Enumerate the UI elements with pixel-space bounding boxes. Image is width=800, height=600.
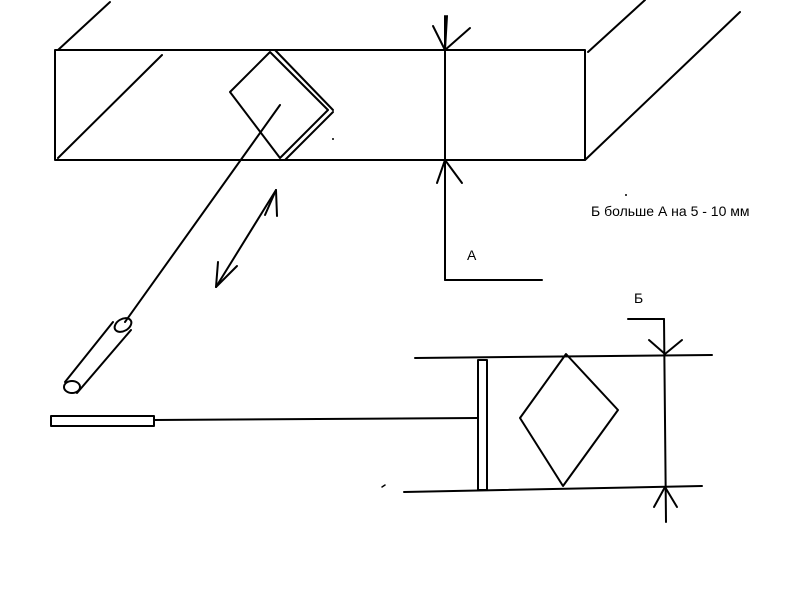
duct-edge-bottom-right — [584, 11, 741, 161]
dimension-b-line — [663, 318, 667, 523]
damper-blade-top — [229, 49, 334, 161]
detail-rod — [153, 417, 479, 421]
detail-line-bottom — [403, 485, 703, 493]
damper-handle — [63, 104, 281, 394]
duct-front-face — [54, 49, 586, 161]
handle-grip-top-end — [113, 317, 133, 333]
damper-blade-edge-outer — [274, 49, 334, 111]
duct-section-top — [54, 0, 741, 161]
damper-detail-bottom — [50, 353, 713, 493]
note-text: Б больше А на 5 - 10 мм — [591, 203, 750, 219]
motion-arrowhead-top — [275, 189, 278, 217]
motion-arrowhead-bottom — [215, 261, 219, 288]
duct-edge-top-right — [587, 0, 646, 53]
motion-arrowhead-top — [264, 189, 277, 216]
handle-rod — [124, 104, 281, 323]
handle-grip-side-b — [76, 329, 132, 394]
detail-plate — [477, 359, 488, 491]
handle-grip-side-a — [64, 321, 114, 383]
stray-mark — [381, 484, 386, 488]
motion-arrowhead-bottom — [215, 265, 238, 288]
dimension-a-arrowhead-top — [444, 27, 471, 51]
duct-edge-left — [57, 1, 111, 51]
dimension-a-arrowhead-top — [444, 15, 448, 51]
motion-arrow-shaft — [215, 189, 277, 288]
stray-dot — [625, 194, 627, 196]
handle-grip-bottom-end — [63, 380, 81, 394]
stray-dot — [332, 138, 334, 140]
dimension-a-arrowhead-bottom — [444, 159, 463, 184]
damper-blade-outline — [229, 51, 329, 159]
dimension-b-arrowhead-bottom — [653, 486, 666, 508]
damper-blade-edge-lower — [284, 111, 334, 161]
motion-double-arrow — [215, 189, 278, 288]
duct-hatch-line — [57, 54, 163, 159]
dimension-b — [627, 318, 683, 523]
detail-blade — [519, 353, 619, 487]
detail-rod-handle — [50, 415, 155, 427]
dimension-b-arrowhead-top — [664, 339, 683, 355]
dimension-b-label: Б — [634, 290, 644, 306]
dimension-a-arrowhead-bottom — [436, 159, 446, 184]
dimension-b-arrowhead-bottom — [664, 486, 678, 508]
dimension-a — [432, 15, 543, 281]
dimension-b-arrowhead-top — [648, 339, 666, 355]
dimension-a-arrowhead-top — [432, 25, 446, 51]
dimension-a-label: А — [467, 247, 477, 263]
